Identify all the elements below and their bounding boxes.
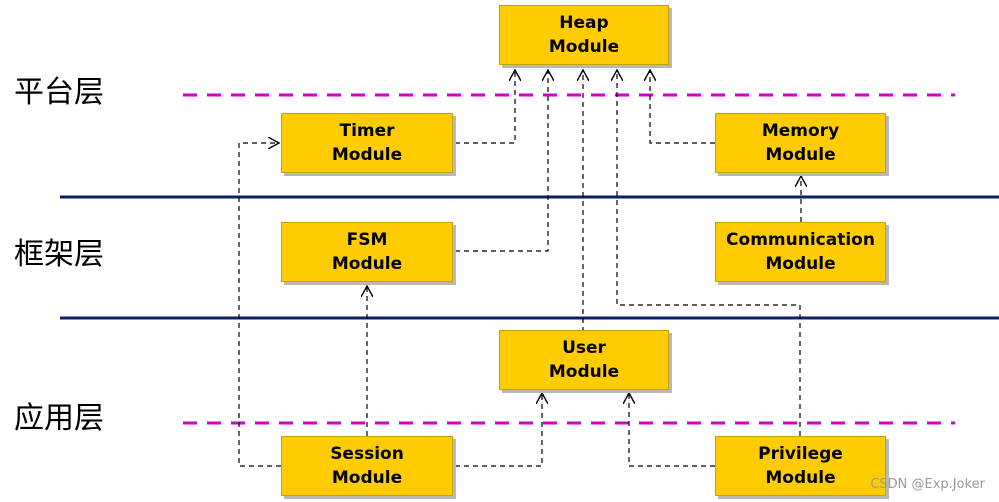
memory-module: Memory Module xyxy=(715,113,886,173)
memory-module-subtitle: Module xyxy=(765,145,836,165)
privilege-module-title: Privilege xyxy=(758,444,843,464)
watermark: CSDN @Exp.Joker xyxy=(870,477,985,492)
heap-module: Heap Module xyxy=(499,5,669,65)
application-layer-label: 应用层 xyxy=(14,401,104,436)
communication-module-title: Communication xyxy=(726,230,875,250)
fsm-module: FSM Module xyxy=(281,222,453,282)
arrow-privilege-to-heap xyxy=(617,70,801,436)
fsm-module-subtitle: Module xyxy=(331,254,403,274)
arrow-memory-to-heap xyxy=(650,70,715,144)
arrow-timer-to-heap xyxy=(455,70,515,144)
user-module: User Module xyxy=(499,330,669,390)
arrow-session-to-user xyxy=(455,393,542,467)
user-module-title: User xyxy=(562,338,606,358)
privilege-module: Privilege Module xyxy=(715,436,886,496)
session-module-title: Session xyxy=(330,444,404,464)
arrow-session-to-timer xyxy=(238,143,281,467)
session-module: Session Module xyxy=(281,436,453,496)
user-module-subtitle: Module xyxy=(548,362,620,382)
privilege-module-subtitle: Module xyxy=(765,468,836,488)
arrow-fsm-to-heap xyxy=(455,70,548,252)
platform-layer-label: 平台层 xyxy=(14,75,104,110)
heap-module-subtitle: Module xyxy=(548,37,620,57)
timer-module: Timer Module xyxy=(281,113,453,173)
communication-module: Communication Module xyxy=(715,222,886,282)
communication-module-subtitle: Module xyxy=(765,254,836,274)
heap-module-title: Heap xyxy=(559,13,609,33)
fsm-module-title: FSM xyxy=(346,230,388,250)
timer-module-title: Timer xyxy=(339,121,395,141)
memory-module-title: Memory xyxy=(761,121,840,141)
timer-module-subtitle: Module xyxy=(331,145,403,165)
arrow-privilege-to-user xyxy=(629,393,715,467)
framework-layer-label: 框架层 xyxy=(14,237,104,272)
session-module-subtitle: Module xyxy=(331,468,403,488)
